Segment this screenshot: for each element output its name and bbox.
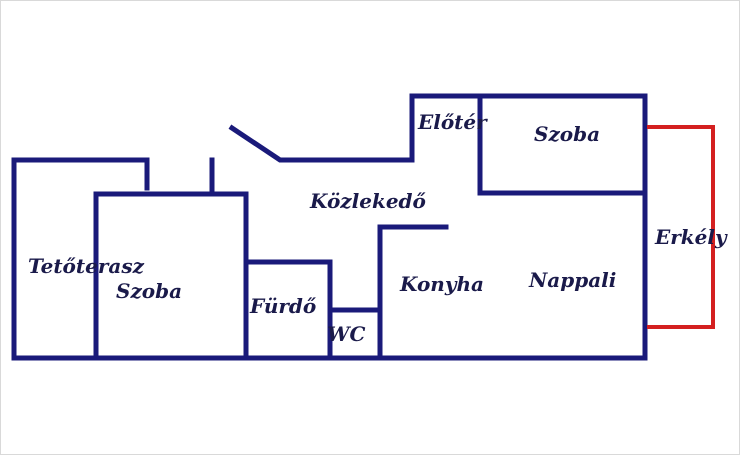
wall-bathroom (243, 259, 333, 361)
wall-left-room (93, 191, 249, 361)
label-eloter: Előtér (417, 110, 488, 134)
label-szoba-left: Szoba (116, 279, 182, 303)
label-szoba-top: Szoba (534, 122, 600, 146)
wall-top-room (477, 93, 648, 196)
wall-terrace (11, 93, 648, 361)
label-wc: WC (327, 322, 365, 346)
wall-kitchen (377, 224, 449, 361)
label-tetoterasz: Tetőterasz (28, 254, 145, 278)
label-kozleked: Közlekedő (309, 189, 427, 213)
room-labels: Előtér Szoba Közlekedő Erkély Tetőterasz… (28, 110, 728, 346)
balcony-outline (647, 125, 715, 329)
label-konyha: Konyha (399, 272, 484, 296)
label-furdo: Fürdő (249, 294, 317, 318)
label-nappali: Nappali (528, 268, 616, 292)
walls (11, 93, 648, 361)
label-erkely: Erkély (654, 225, 728, 249)
